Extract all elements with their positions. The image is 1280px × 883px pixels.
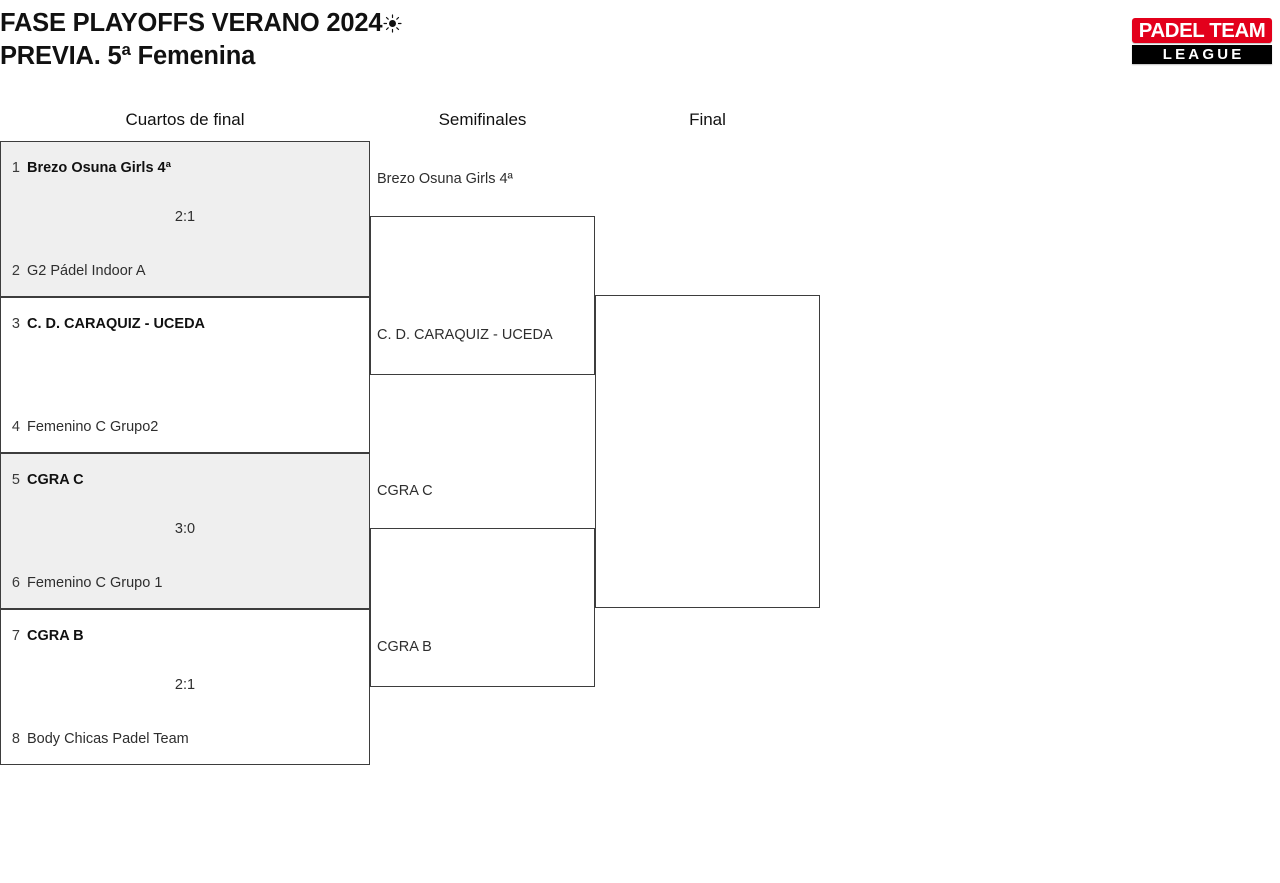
round-header-quarterfinals: Cuartos de final bbox=[125, 110, 245, 129]
team-name: Femenino C Grupo2 bbox=[27, 419, 159, 435]
match-participant-top[interactable]: 7 CGRA B bbox=[1, 625, 369, 647]
match-box-qf3[interactable]: 5 CGRA C 3:0 6 Femenino C Grupo 1 bbox=[0, 453, 370, 609]
match-box-sf2[interactable] bbox=[370, 528, 595, 687]
sf1-participant-bottom: C. D. CARAQUIZ - UCEDA bbox=[377, 327, 553, 343]
seed-number: 3 bbox=[11, 316, 20, 332]
title-line-1: FASE PLAYOFFS VERANO 2024 bbox=[0, 8, 900, 41]
round-header-final: Final bbox=[689, 110, 726, 129]
match-score: 3:0 bbox=[174, 521, 196, 537]
logo-league-text: LEAGUE bbox=[1162, 46, 1245, 63]
match-participant-top[interactable]: 5 CGRA C bbox=[1, 469, 369, 491]
sf2-participant-bottom: CGRA B bbox=[377, 639, 432, 655]
page-header: FASE PLAYOFFS VERANO 2024 PREVIA. 5ª Fem… bbox=[0, 0, 1280, 100]
match-box-qf2[interactable]: 3 C. D. CARAQUIZ - UCEDA 4 Femenino C Gr… bbox=[0, 297, 370, 453]
team-name: C. D. CARAQUIZ - UCEDA bbox=[27, 316, 206, 332]
match-score: 2:1 bbox=[174, 209, 196, 225]
page-title: FASE PLAYOFFS VERANO 2024 PREVIA. 5ª Fem… bbox=[0, 8, 900, 72]
sf2-participant-top: CGRA C bbox=[377, 483, 433, 499]
round-header-semifinals: Semifinales bbox=[438, 110, 527, 129]
team-name: CGRA B bbox=[27, 628, 84, 644]
sun-icon bbox=[383, 10, 402, 41]
match-score: 2:1 bbox=[174, 677, 196, 693]
seed-number: 6 bbox=[11, 575, 20, 591]
seed-number: 8 bbox=[11, 731, 20, 747]
match-participant-bottom[interactable]: 8 Body Chicas Padel Team bbox=[1, 728, 369, 750]
sf1-participant-top: Brezo Osuna Girls 4ª bbox=[377, 171, 513, 187]
team-name: Femenino C Grupo 1 bbox=[27, 575, 163, 591]
logo-padel-team-bar: PADEL TEAM bbox=[1132, 18, 1272, 43]
team-name: G2 Pádel Indoor A bbox=[27, 263, 146, 279]
team-name: CGRA C bbox=[27, 472, 84, 488]
team-name: Body Chicas Padel Team bbox=[27, 731, 189, 747]
match-box-final[interactable] bbox=[595, 295, 820, 608]
match-box-sf1[interactable] bbox=[370, 216, 595, 375]
seed-number: 2 bbox=[11, 263, 20, 279]
seed-number: 4 bbox=[11, 419, 20, 435]
padel-team-league-logo: PADEL TEAM LEAGUE bbox=[1132, 18, 1272, 64]
logo-padel-team-text: PADEL TEAM bbox=[1138, 19, 1266, 42]
title-line-2: PREVIA. 5ª Femenina bbox=[0, 42, 256, 70]
team-name: Brezo Osuna Girls 4ª bbox=[27, 160, 171, 176]
logo-league-bar: LEAGUE bbox=[1132, 45, 1272, 64]
match-box-qf4[interactable]: 7 CGRA B 2:1 8 Body Chicas Padel Team bbox=[0, 609, 370, 765]
match-participant-top[interactable]: 1 Brezo Osuna Girls 4ª bbox=[1, 157, 369, 179]
match-participant-bottom[interactable]: 4 Femenino C Grupo2 bbox=[1, 416, 369, 438]
match-box-qf1[interactable]: 1 Brezo Osuna Girls 4ª 2:1 2 G2 Pádel In… bbox=[0, 141, 370, 297]
seed-number: 1 bbox=[11, 160, 20, 176]
seed-number: 5 bbox=[11, 472, 20, 488]
seed-number: 7 bbox=[11, 628, 20, 644]
match-participant-top[interactable]: 3 C. D. CARAQUIZ - UCEDA bbox=[1, 313, 369, 335]
match-participant-bottom[interactable]: 6 Femenino C Grupo 1 bbox=[1, 572, 369, 594]
match-participant-bottom[interactable]: 2 G2 Pádel Indoor A bbox=[1, 260, 369, 282]
